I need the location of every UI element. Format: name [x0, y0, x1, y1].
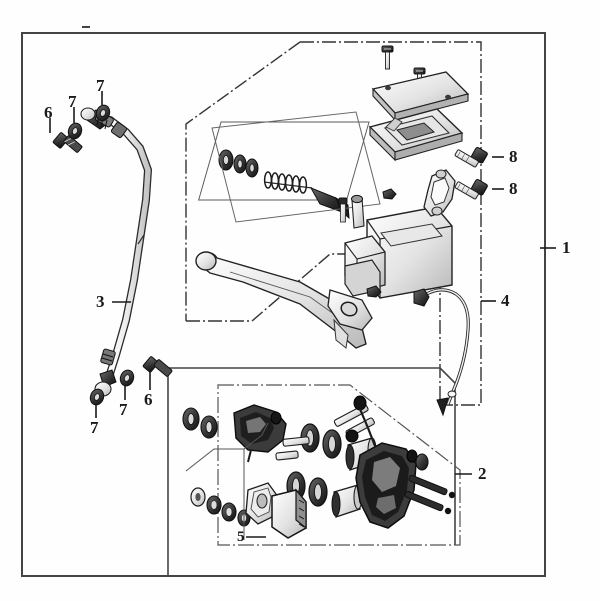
callout-label-6-top: 6 — [44, 103, 53, 122]
flange-bolt-1 — [454, 146, 488, 168]
cup-seal-c — [245, 158, 259, 178]
oil-bolt-top — [52, 132, 83, 153]
bottom-left-fasteners — [89, 356, 173, 406]
flange-bolts-group — [454, 146, 488, 200]
brake-lever — [195, 251, 373, 349]
caliper-mounting-bolts — [404, 474, 456, 515]
caliper-bracket-upper — [233, 404, 287, 463]
caliper-body — [355, 442, 418, 529]
lever-pivot-bolt — [338, 197, 348, 223]
switch-connector — [413, 288, 430, 307]
callout-label-7-bottom-outer: 7 — [90, 418, 99, 437]
callout-label-7-top-inner: 7 — [68, 92, 77, 111]
pad-shim — [245, 482, 277, 525]
reservoir-diaphragm — [368, 108, 464, 162]
callout-label-7-bottom-inner: 7 — [119, 400, 128, 419]
reservoir-group — [368, 45, 470, 162]
callout-label-2: 2 — [478, 464, 487, 483]
callout-label-3: 3 — [96, 292, 105, 311]
caliper-seal-b — [200, 415, 218, 439]
group4-left-boundary — [185, 41, 301, 321]
oil-bolt-bottom — [142, 356, 173, 377]
outer-frame-group — [21, 26, 546, 577]
group-2-boundary — [167, 367, 461, 576]
top-left-fasteners — [52, 104, 111, 153]
callout-label-6-bottom: 6 — [144, 390, 153, 409]
callout-leaders — [49, 91, 556, 538]
return-spring — [263, 171, 313, 194]
caliper-small-washers — [190, 487, 251, 527]
callout-label-8-upper: 8 — [509, 147, 518, 166]
brake-hose-body — [105, 117, 151, 383]
bleed-valve — [345, 395, 377, 447]
callout-label-7-top-outer: 7 — [96, 76, 105, 95]
flange-bolt-2 — [454, 178, 488, 200]
callout-label-4: 4 — [501, 291, 510, 310]
cup-seal-b — [233, 154, 247, 174]
caliper-parts-group — [182, 395, 456, 540]
caliper-inner-leader-2 — [243, 422, 269, 450]
pivot-nut-2 — [366, 285, 382, 298]
callout-label-8-lower: 8 — [509, 179, 518, 198]
caliper-inner-leader — [185, 448, 245, 540]
brake-hose-group — [80, 107, 153, 397]
cup-seal-a — [218, 149, 234, 171]
callout-label-5: 5 — [237, 529, 245, 545]
caliper-bolt-cap — [415, 453, 429, 471]
lever-ball-end — [195, 251, 217, 271]
brake-light-switch-wire — [413, 288, 470, 417]
outer-frame-border — [21, 32, 546, 577]
hose-joint-mark — [137, 234, 145, 245]
group4-right-boundary — [300, 41, 482, 406]
hose-lower-fitting — [94, 348, 117, 397]
pivot-nut-1 — [382, 188, 397, 200]
group2-inner-boundary — [217, 384, 461, 546]
wire-terminal — [436, 397, 449, 417]
callout-label-1: 1 — [562, 238, 571, 257]
piston-set-frame — [211, 111, 381, 223]
master-cylinder-body — [338, 188, 453, 299]
reservoir-screw-1 — [381, 45, 394, 70]
lever-holder-bracket — [423, 169, 456, 217]
caliper-seal-a — [182, 407, 200, 431]
brake-pad — [271, 488, 307, 539]
master-cylinder-piston-set — [211, 111, 381, 223]
